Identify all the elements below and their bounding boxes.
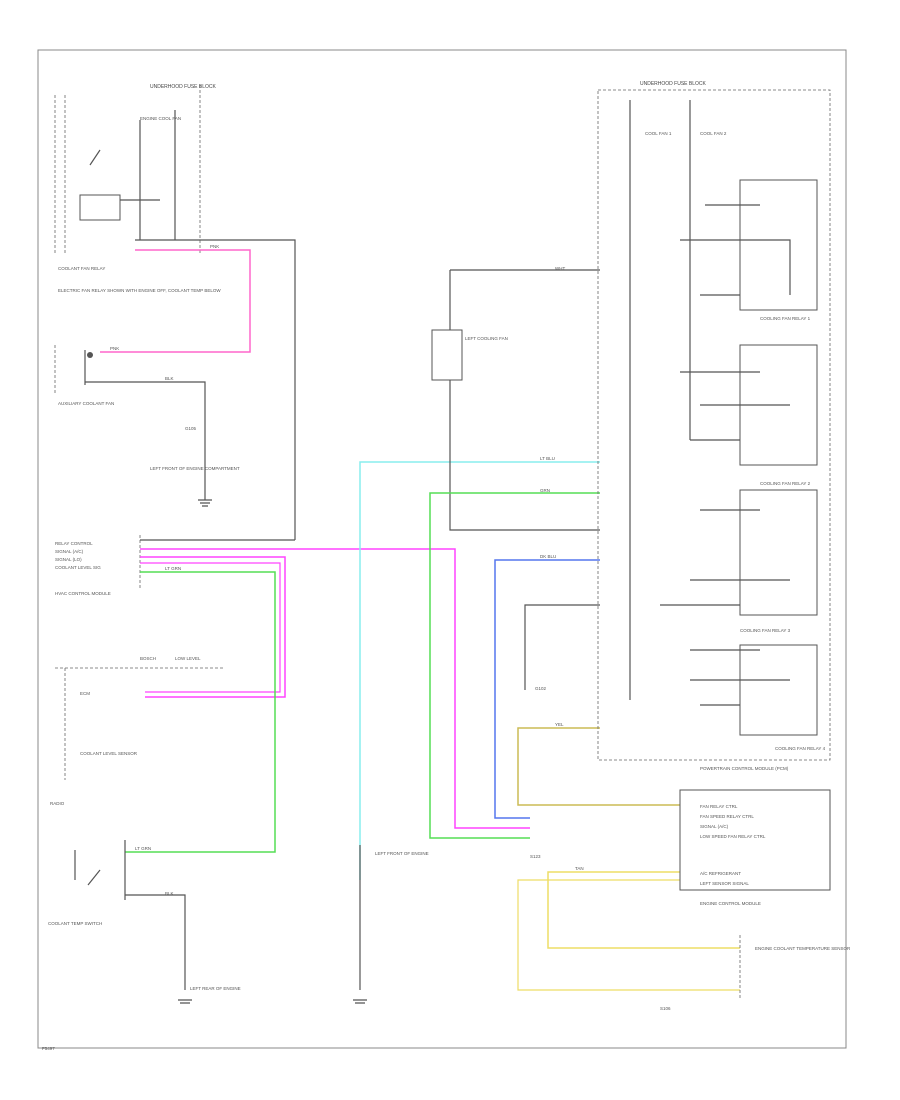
right-fuse-block: UNDERHOOD FUSE BLOCK COOL FAN 1 COOL FAN… bbox=[597, 81, 831, 761]
tag-yel: YEL bbox=[555, 722, 564, 727]
cyan-wire bbox=[359, 461, 600, 880]
hvac-pin-3: SIGNAL (LO) bbox=[55, 557, 82, 562]
tag-grn: GRN bbox=[540, 488, 550, 493]
gray-wire-right bbox=[524, 604, 600, 690]
sensor-bottom-label: ENGINE COOLANT TEMPERATURE SENSOR bbox=[755, 946, 851, 951]
tag-pnk-2: PNK bbox=[110, 346, 119, 351]
green-wire-left bbox=[125, 571, 276, 853]
radio-label: RADIO bbox=[50, 801, 65, 806]
tag-ltgrn-2: LT GRN bbox=[135, 846, 151, 851]
sensor-label: COOLANT LEVEL SENSOR bbox=[80, 751, 138, 756]
mid-component-note: LEFT FRONT OF ENGINE bbox=[375, 851, 429, 856]
ground-bl-note: LEFT REAR OF ENGINE bbox=[190, 986, 241, 991]
pcm-pin-1: FAN RELAY CTRL bbox=[700, 804, 738, 809]
pcm-pin-4: LOW SPEED FAN RELAY CTRL bbox=[700, 834, 766, 839]
hvac-module-label: HVAC CONTROL MODULE bbox=[55, 591, 111, 596]
footer-code: F5497 bbox=[42, 1046, 55, 1051]
relay-r3: COOLING FAN RELAY 3 bbox=[740, 628, 791, 633]
magenta-wire-2 bbox=[140, 556, 286, 698]
pcm-pin-5: A/C REFRIGERANT bbox=[700, 871, 741, 876]
splice-bottom: S106 bbox=[660, 1006, 671, 1011]
aux-fan-label: AUXILIARY COOLANT FAN bbox=[58, 401, 114, 406]
tag-pnk: PNK bbox=[210, 244, 219, 249]
radiator-note: ELECTRIC FAN RELAY SHOWN WITH ENGINE OFF… bbox=[58, 288, 221, 293]
fuse-r2: COOL FAN 2 bbox=[700, 131, 727, 136]
fuse-label: ENGINE COOL FAN bbox=[140, 116, 181, 121]
yellow-wire-2 bbox=[517, 879, 740, 991]
pcm-title: POWERTRAIN CONTROL MODULE (PCM) bbox=[700, 766, 789, 771]
tag-ltgrn: LT GRN bbox=[165, 566, 181, 571]
switch-label: COOLANT TEMP SWITCH bbox=[48, 921, 102, 926]
fuse-r1: COOL FAN 1 bbox=[645, 131, 672, 136]
coolant-temp-sensor: ENGINE COOLANT TEMPERATURE SENSOR S106 S… bbox=[530, 854, 851, 1011]
pink-wire-upper bbox=[100, 249, 251, 353]
pcm-pin-6: LEFT SENSOR SIGNAL bbox=[700, 881, 749, 886]
left-cooling-fan: LEFT COOLING FAN LEFT FRONT OF ENGINE bbox=[353, 269, 600, 1004]
ecm-bottom-label: ENGINE CONTROL MODULE bbox=[700, 901, 761, 906]
pcm-pin-2: FAN SPEED RELAY CTRL bbox=[700, 814, 754, 819]
yellow-wire-1 bbox=[547, 871, 740, 949]
diagram-frame bbox=[37, 49, 847, 1049]
tag-ltblu: LT BLU bbox=[540, 456, 555, 461]
relay-r4: COOLING FAN RELAY 4 bbox=[775, 746, 826, 751]
hvac-pin-4: COOLANT LEVEL SIG bbox=[55, 565, 101, 570]
green-wire-right bbox=[429, 492, 600, 839]
magenta-wire-3 bbox=[140, 562, 281, 693]
olive-wire bbox=[517, 727, 680, 806]
hvac-control-module: RELAY CONTROL SIGNAL (A/C) SIGNAL (LO) C… bbox=[55, 535, 295, 596]
hvac-pin-2: SIGNAL (A/C) bbox=[55, 549, 84, 554]
right-fuse-title: UNDERHOOD FUSE BLOCK bbox=[640, 81, 707, 87]
pcm-pin-3: SIGNAL (A/C) bbox=[700, 824, 729, 829]
fuse-block-title: UNDERHOOD FUSE BLOCK bbox=[150, 84, 217, 90]
relay-r2: COOLING FAN RELAY 2 bbox=[760, 481, 811, 486]
ecm-col-1: BOSCH bbox=[140, 656, 156, 661]
ecm-col-2: LOW LEVEL bbox=[175, 656, 201, 661]
tag-blk-2: BLK bbox=[165, 891, 174, 896]
ground-right: G102 bbox=[535, 686, 547, 691]
left-fuse-relay-block: UNDERHOOD FUSE BLOCK ENGINE COOL FAN COO… bbox=[54, 84, 296, 540]
tag-dkblu: DK BLU bbox=[540, 554, 556, 559]
aux-coolant-fan: AUXILIARY COOLANT FAN LEFT FRONT OF ENGI… bbox=[54, 345, 240, 507]
blue-wire bbox=[494, 559, 600, 819]
wire-color-tags: PNK PNK BLK LT GRN LT GRN LT BLU GRN DK … bbox=[110, 244, 584, 896]
ground-g105-note: LEFT FRONT OF ENGINE COMPARTMENT bbox=[150, 466, 240, 471]
pcm-block: POWERTRAIN CONTROL MODULE (PCM) FAN RELA… bbox=[679, 766, 831, 906]
coolant-temp-switch: COOLANT TEMP SWITCH LEFT REAR OF ENGINE bbox=[48, 840, 241, 1004]
hvac-pin-1: RELAY CONTROL bbox=[55, 541, 93, 546]
splice-label: S123 bbox=[530, 854, 541, 859]
ground-g105: G105 bbox=[185, 426, 197, 431]
relay-label: COOLANT FAN RELAY bbox=[58, 266, 105, 271]
magenta-wire-1 bbox=[140, 548, 530, 829]
left-fan-label: LEFT COOLING FAN bbox=[465, 336, 508, 341]
tag-tan: TAN bbox=[575, 866, 584, 871]
tag-blk: BLK bbox=[165, 376, 174, 381]
tag-wht: WHT bbox=[555, 266, 565, 271]
relay-r1: COOLING FAN RELAY 1 bbox=[760, 316, 811, 321]
ecm-block: BOSCH LOW LEVEL ECM COOLANT LEVEL SENSOR… bbox=[50, 656, 225, 806]
ecm-label: ECM bbox=[80, 691, 90, 696]
